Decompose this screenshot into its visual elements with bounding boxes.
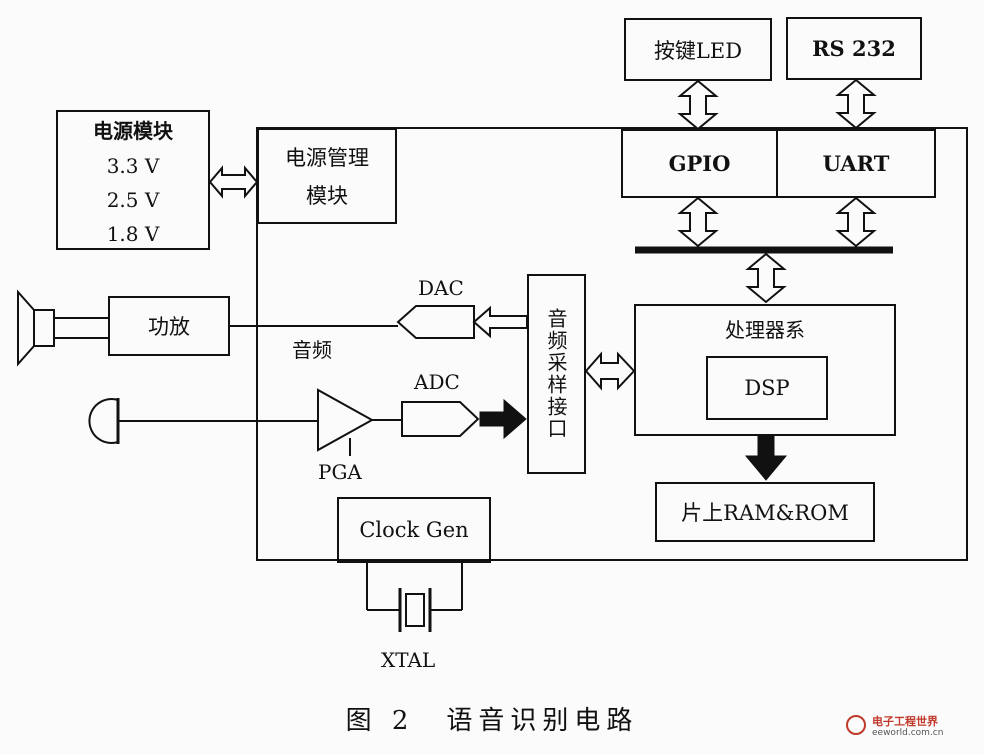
audio-interface-label: 音频采样接口 (544, 308, 568, 440)
power-mgmt-line1: 电源管理 (285, 146, 369, 170)
adc-label: ADC (414, 370, 460, 394)
crystal-icon (366, 562, 463, 632)
audio-interface-block: 音频采样接口 (527, 274, 586, 474)
amplifier-label: 功放 (148, 315, 190, 339)
bus-processor-arrow (745, 252, 787, 304)
voltage-2v5: 2.5 V (106, 187, 160, 212)
gpio-label: GPIO (668, 151, 731, 176)
microphone-icon (88, 398, 318, 444)
power-management-block: 电源管理 模块 (257, 128, 397, 224)
clock-gen-block: Clock Gen (337, 497, 491, 563)
rs232-label: RS 232 (812, 36, 896, 61)
power-module-block: 电源模块 3.3 V 2.5 V 1.8 V (56, 110, 210, 250)
processor-system-label: 处理器系 (725, 318, 805, 342)
keys-led-label: 按键LED (653, 38, 743, 63)
uart-bus-arrow (835, 196, 877, 248)
gpio-block: GPIO (621, 129, 778, 198)
dsp-label: DSP (744, 376, 790, 400)
keys-gpio-arrow (677, 79, 719, 131)
audio-label: 音频 (292, 338, 332, 362)
power-module-title: 电源模块 (93, 118, 173, 143)
amplifier-block: 功放 (108, 296, 230, 356)
clock-gen-label: Clock Gen (359, 518, 469, 542)
watermark-title: 电子工程世界 (872, 715, 938, 728)
eeworld-logo-icon (846, 715, 866, 735)
gpio-bus-arrow (677, 196, 719, 248)
uart-block: UART (776, 129, 936, 198)
memory-block: 片上RAM&ROM (655, 482, 875, 542)
dac-block (396, 305, 475, 339)
adc-interface-arrow (479, 398, 527, 440)
speaker-icon (17, 289, 108, 367)
memory-label: 片上RAM&ROM (681, 501, 849, 525)
dsp-memory-arrow (744, 435, 788, 481)
watermark-url: eeworld.com.cn (872, 728, 944, 738)
dac-label: DAC (418, 276, 464, 300)
xtal-label: XTAL (381, 648, 436, 672)
adc-block (401, 401, 480, 437)
power-arrow (208, 165, 259, 199)
uart-label: UART (822, 151, 890, 176)
eeworld-watermark: 电子工程世界 eeworld.com.cn (846, 713, 966, 747)
voltage-3v3: 3.3 V (106, 153, 160, 178)
chip-boundary (256, 127, 968, 561)
pga-label: PGA (318, 460, 362, 484)
power-mgmt-line2: 模块 (306, 184, 348, 208)
figure-caption: 图 2 语音识别电路 (345, 706, 639, 736)
rs232-uart-arrow (835, 78, 877, 130)
pga-triangle (317, 388, 375, 452)
processor-system-block: 处理器系 (634, 304, 896, 436)
interface-dac-arrow (472, 305, 528, 339)
keys-led-block: 按键LED (624, 18, 772, 81)
dsp-block: DSP (706, 356, 828, 420)
rs232-block: RS 232 (786, 17, 922, 80)
voltage-1v8: 1.8 V (106, 221, 160, 246)
interface-processor-arrow (584, 351, 636, 391)
